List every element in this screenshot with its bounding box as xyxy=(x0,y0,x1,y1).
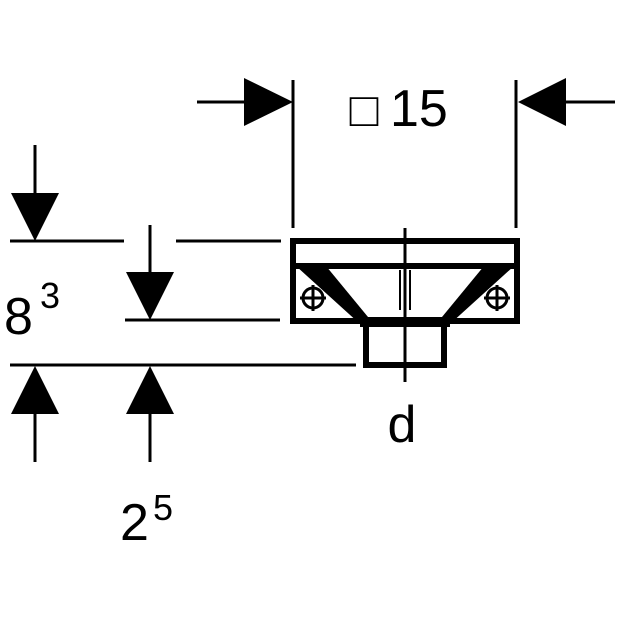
funnel-section xyxy=(296,266,368,324)
funnel-inner-right xyxy=(442,265,490,319)
width-value-label: 15 xyxy=(390,80,448,138)
width-square-symbol: □ xyxy=(350,84,379,137)
height-value-superscript: 3 xyxy=(40,275,60,316)
drain-body xyxy=(290,228,520,382)
offset-arrow-bottom xyxy=(126,366,174,414)
height-value-label: 8 xyxy=(4,288,33,346)
screw-icon-right xyxy=(484,285,510,311)
width-arrow-right xyxy=(518,78,566,126)
offset-value-superscript: 5 xyxy=(153,487,173,528)
width-arrow-left xyxy=(244,78,293,126)
offset-arrow-top xyxy=(126,272,174,320)
offset-dimension xyxy=(125,225,280,462)
funnel-inner-left xyxy=(320,265,368,319)
offset-value-label: 2 xyxy=(120,494,149,552)
width-dimension xyxy=(197,78,615,228)
screw-icon-left xyxy=(300,285,326,311)
diameter-label: d xyxy=(388,396,417,454)
height-dimension xyxy=(10,145,356,462)
height-arrow-top xyxy=(11,193,59,241)
height-arrow-bottom xyxy=(11,366,59,414)
funnel-section-right xyxy=(442,266,514,324)
